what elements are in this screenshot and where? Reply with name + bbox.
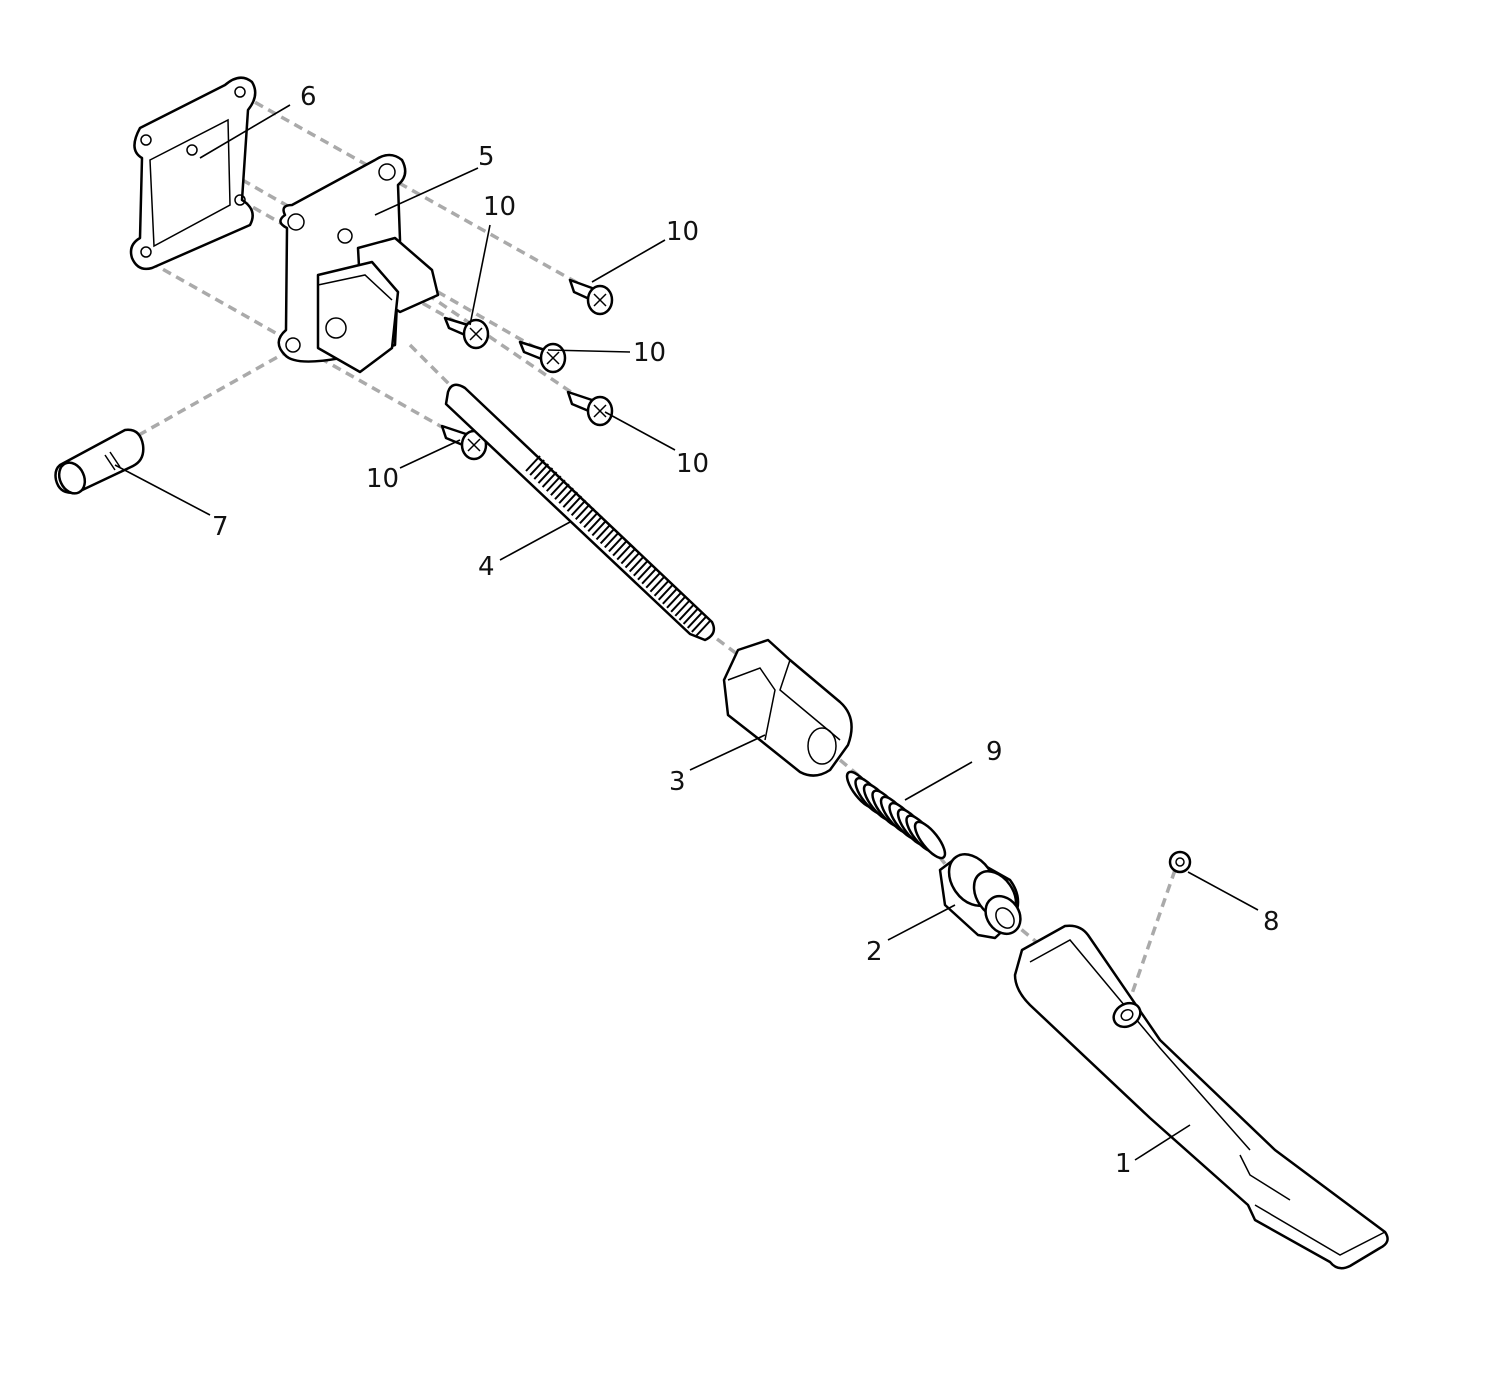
part-8-small-nut — [1168, 850, 1192, 874]
callout-10-top-right: 10 — [666, 217, 699, 247]
screw-10-lower-right — [566, 390, 614, 427]
part-9-spring — [845, 770, 947, 860]
rod-threads — [525, 455, 711, 637]
thread-mark — [641, 568, 657, 585]
callout-10-lower-left: 10 — [366, 464, 399, 494]
thread-mark — [541, 471, 558, 488]
thread-mark — [525, 455, 541, 472]
callout-4: 4 — [478, 552, 495, 582]
thread-mark — [587, 515, 603, 533]
thread-mark — [575, 503, 591, 520]
callout-3: 3 — [669, 767, 686, 797]
thread-mark — [558, 487, 574, 504]
part-4-threaded-rod — [444, 383, 716, 642]
thread-mark — [666, 592, 682, 609]
callout-10-lower-right: 10 — [676, 449, 709, 479]
thread-mark — [579, 507, 595, 524]
thread-mark — [546, 475, 562, 492]
spring-coil — [913, 820, 947, 860]
callout-labels: 1 2 3 4 5 6 7 8 9 10 10 10 10 10 — [212, 82, 1280, 1179]
leader-lines — [114, 104, 1259, 1161]
part-3-coupler — [722, 638, 853, 777]
thread-mark — [616, 543, 632, 561]
callout-9: 9 — [986, 737, 1003, 767]
thread-mark — [599, 527, 616, 545]
thread-mark — [645, 572, 661, 589]
thread-mark — [695, 620, 711, 637]
thread-mark — [657, 584, 674, 601]
thread-mark — [595, 523, 612, 541]
thread-mark — [612, 539, 628, 557]
thread-mark — [653, 580, 670, 597]
part-7-pin — [54, 428, 145, 495]
thread-mark — [533, 463, 550, 480]
thread-mark — [550, 479, 566, 496]
screw-10-top-right — [568, 278, 614, 316]
thread-mark — [682, 608, 699, 625]
part-1-lever-handle — [1013, 924, 1389, 1270]
thread-mark — [662, 588, 678, 605]
thread-mark — [608, 535, 624, 553]
part-6-gasket — [129, 76, 257, 271]
callout-2: 2 — [866, 937, 883, 967]
thread-mark — [529, 459, 545, 476]
part-2-knurled-nut — [938, 853, 1022, 940]
thread-mark — [620, 547, 637, 565]
callout-1: 1 — [1115, 1149, 1132, 1179]
thread-mark — [670, 596, 686, 613]
thread-mark — [604, 531, 620, 549]
thread-mark — [583, 511, 599, 529]
callout-8: 8 — [1263, 907, 1280, 937]
thread-mark — [637, 563, 653, 581]
thread-mark — [686, 612, 703, 629]
thread-mark — [591, 519, 608, 537]
thread-mark — [678, 604, 695, 621]
callout-10-top: 10 — [483, 192, 516, 222]
callout-5: 5 — [478, 142, 495, 172]
thread-mark — [649, 576, 666, 593]
callout-10-middle-right: 10 — [633, 338, 666, 368]
screw-10-middle-right — [518, 340, 567, 374]
thread-mark — [566, 495, 583, 512]
callout-7: 7 — [212, 512, 229, 542]
thread-mark — [570, 499, 587, 516]
thread-mark — [674, 600, 690, 617]
thread-mark — [554, 483, 570, 500]
thread-mark — [633, 559, 649, 577]
thread-mark — [624, 551, 641, 569]
screw-10-middle-left — [443, 316, 490, 350]
callout-6: 6 — [300, 82, 317, 112]
thread-mark — [691, 616, 707, 633]
thread-mark — [537, 467, 554, 484]
part-5-bracket — [277, 153, 440, 374]
thread-mark — [562, 491, 579, 508]
thread-mark — [628, 555, 645, 573]
